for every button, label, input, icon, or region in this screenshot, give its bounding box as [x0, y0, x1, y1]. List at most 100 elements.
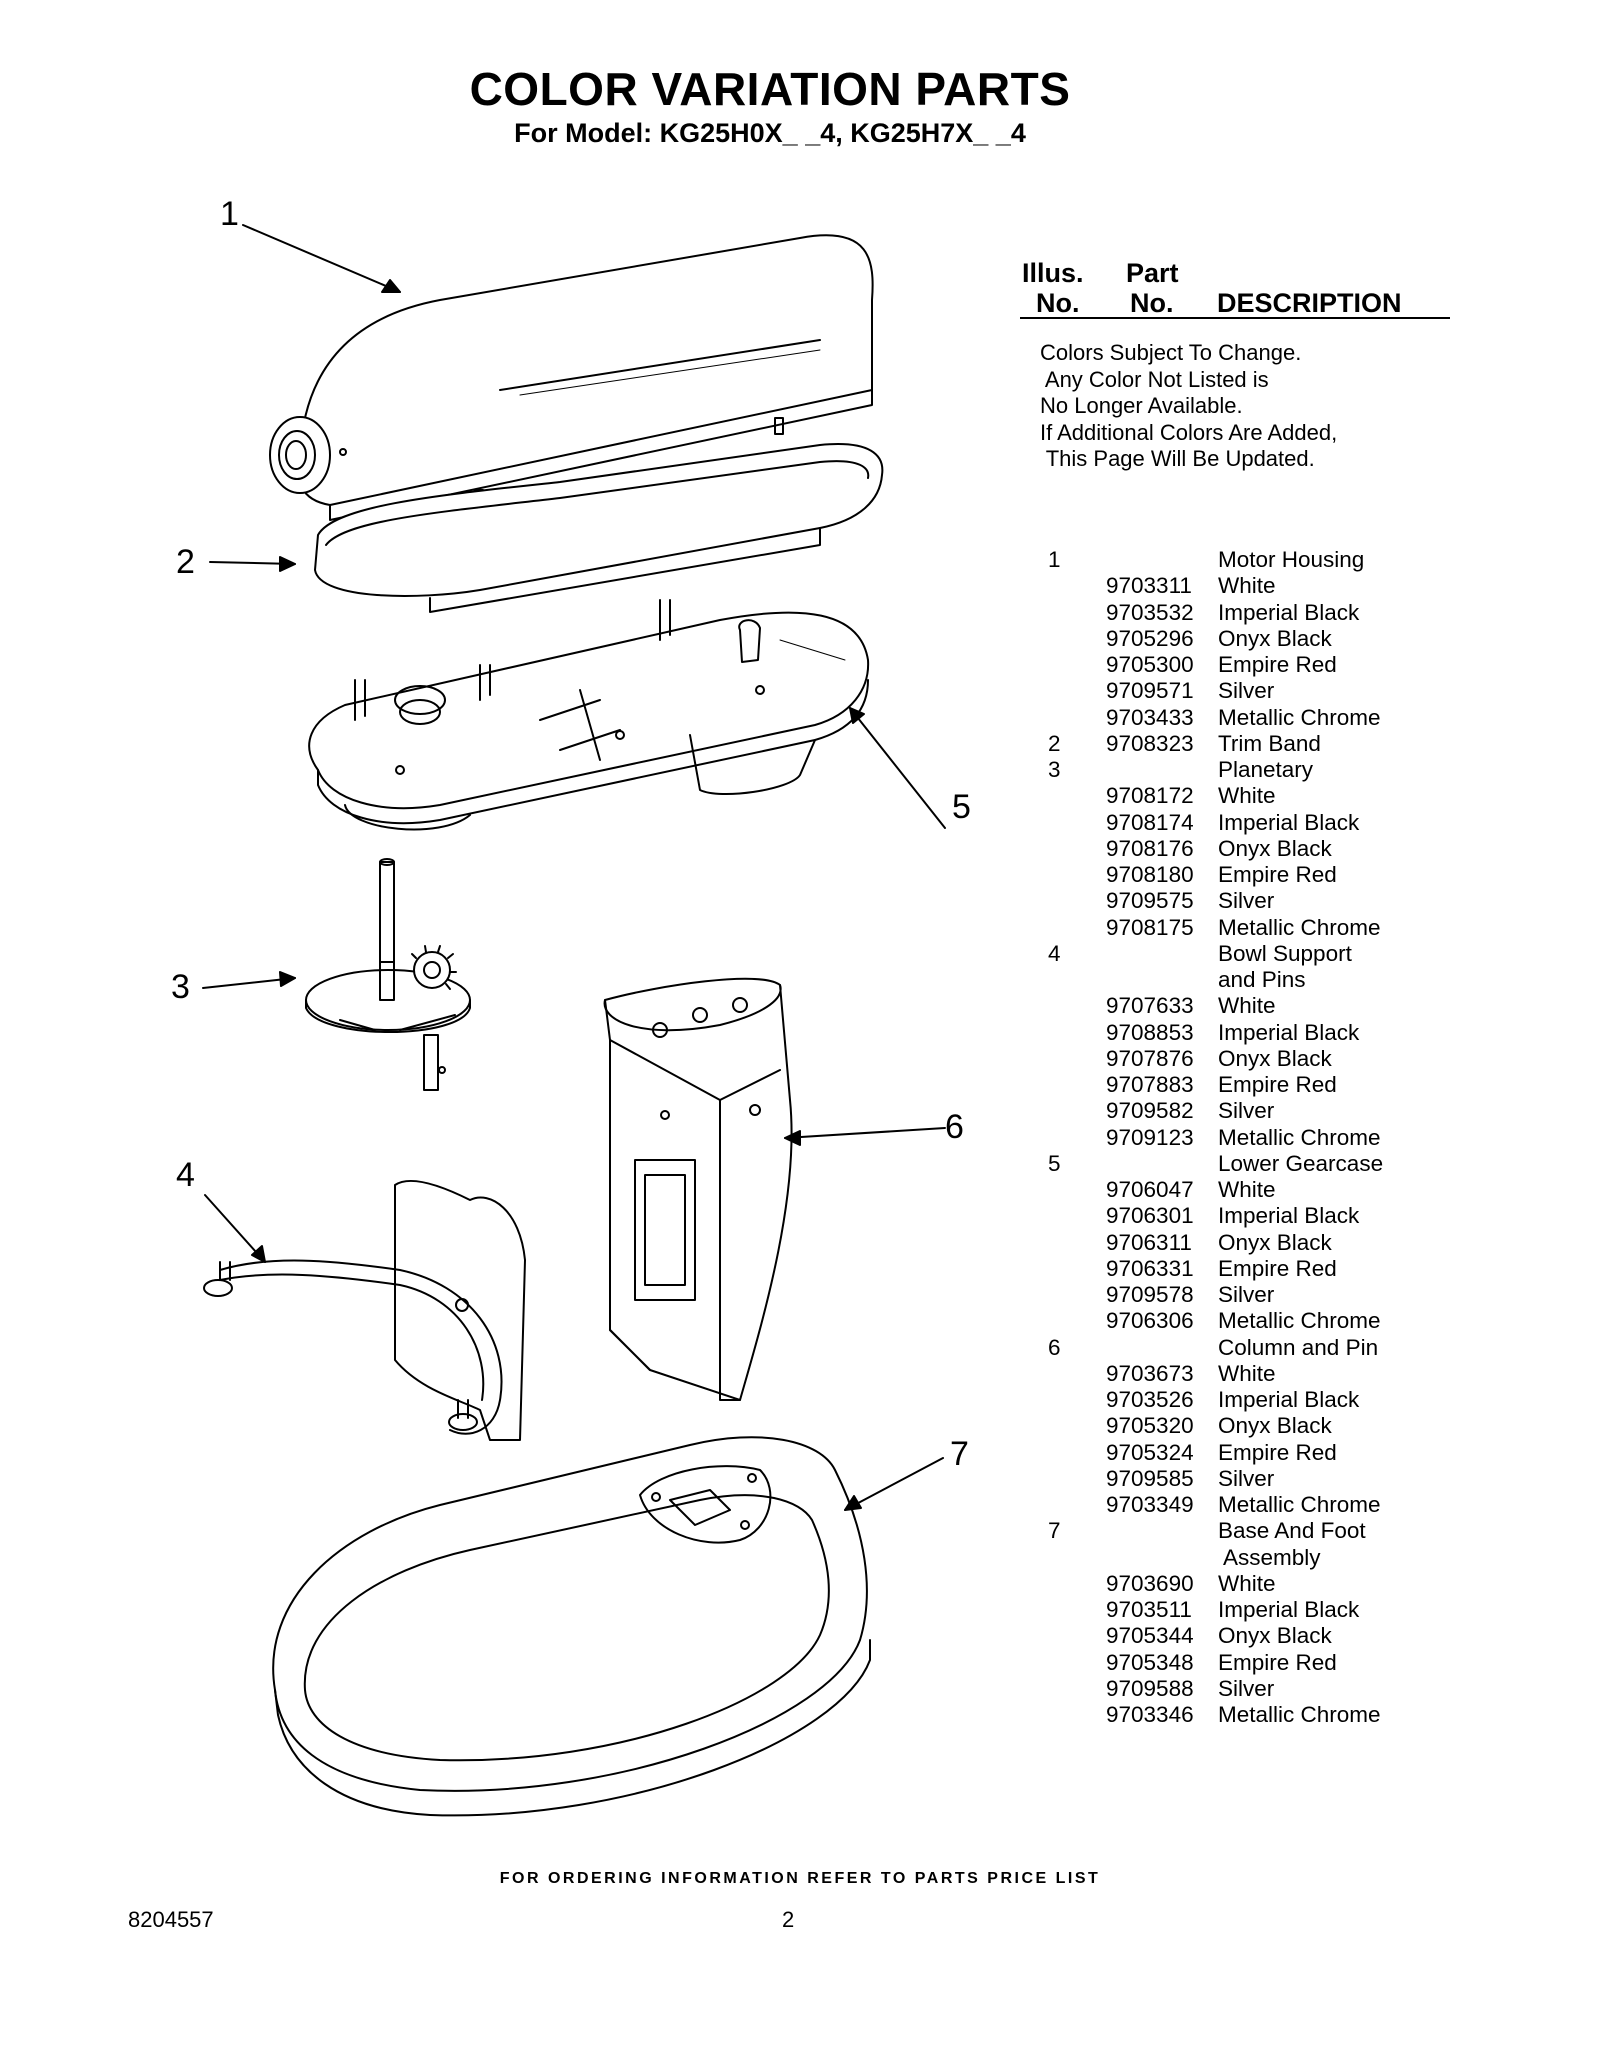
part-number: 9707883: [1106, 1072, 1194, 1097]
callout-4: 4: [176, 1156, 195, 1194]
part-description: Imperial Black: [1218, 599, 1360, 625]
part-number: 9708323: [1106, 730, 1194, 756]
part-description: Silver: [1218, 1675, 1275, 1701]
part-number: 9709582: [1106, 1098, 1194, 1124]
part-number: 9705324: [1106, 1439, 1194, 1465]
part-description: Onyx Black: [1218, 835, 1332, 861]
document-number: 8204557: [128, 1907, 214, 1932]
part-number: 9705296: [1106, 625, 1194, 651]
column-header-illus-line2: No.: [1036, 288, 1080, 318]
part-description: Imperial Black: [1218, 1387, 1360, 1412]
illus-number: 1: [1048, 547, 1061, 572]
part-description: Onyx Black: [1218, 1229, 1332, 1255]
part-number: 9709123: [1106, 1124, 1194, 1150]
note-line: Colors Subject To Change.: [1040, 340, 1302, 365]
part-description: Silver: [1218, 678, 1275, 704]
column-header-part-line1: Part: [1126, 258, 1179, 288]
part-number: 9703690: [1106, 1570, 1194, 1596]
column-header-description: DESCRIPTION: [1217, 288, 1402, 318]
part-number: 9705300: [1106, 652, 1194, 677]
part-description: White: [1218, 1360, 1276, 1386]
part-number: 9708180: [1106, 862, 1194, 887]
part-description: Trim Band: [1218, 730, 1321, 756]
color-availability-note: Colors Subject To Change. Any Color Not …: [1040, 340, 1337, 473]
part-description: White: [1218, 783, 1276, 809]
part-description: Silver: [1218, 1098, 1275, 1124]
base-assembly-drawing: [272, 1436, 871, 1817]
part-description: Onyx Black: [1218, 1623, 1332, 1649]
part-number: 9703346: [1106, 1702, 1194, 1727]
part-description: Empire Red: [1218, 1649, 1337, 1675]
part-description: White: [1218, 993, 1276, 1019]
part-number: 9703311: [1106, 573, 1192, 599]
part-description: Metallic Chrome: [1218, 1308, 1381, 1334]
column-header-part: Part No.: [1126, 258, 1179, 318]
model-subtitle: For Model: KG25H0X_ _4, KG25H7X_ _4: [514, 118, 1026, 148]
column-header-part-line2: No.: [1130, 288, 1174, 318]
part-number: 9706306: [1106, 1308, 1194, 1334]
note-line: No Longer Available.: [1040, 393, 1243, 418]
part-number: 9703532: [1106, 599, 1194, 625]
part-description: Empire Red: [1218, 652, 1337, 677]
part-number: 9703433: [1106, 704, 1194, 730]
part-number: 9709585: [1106, 1465, 1194, 1491]
illus-number: 7: [1048, 1518, 1061, 1544]
callout-5: 5: [952, 788, 971, 826]
illus-number: 4: [1048, 940, 1061, 966]
part-description: White: [1218, 1570, 1276, 1596]
part-description: Silver: [1218, 1282, 1275, 1307]
part-description: Imperial Black: [1218, 809, 1360, 835]
part-description: Bowl Support: [1218, 940, 1352, 966]
column-header-illus: Illus. No.: [1022, 258, 1084, 318]
part-description: Silver: [1218, 888, 1275, 914]
part-number: 9703673: [1106, 1360, 1194, 1386]
illus-number: 2: [1048, 730, 1061, 756]
part-description: Metallic Chrome: [1218, 1124, 1381, 1150]
part-number: 9706331: [1106, 1255, 1194, 1281]
part-description: Base And Foot: [1218, 1518, 1366, 1544]
part-description: Lower Gearcase: [1218, 1150, 1384, 1176]
part-description: Assembly: [1218, 1544, 1321, 1570]
part-number: 9708175: [1106, 914, 1194, 940]
planetary-drawing: [305, 858, 471, 1091]
part-description: White: [1218, 573, 1276, 599]
leader-lines: [202, 224, 946, 1511]
column-header-illus-line1: Illus.: [1022, 258, 1084, 288]
part-description: Imperial Black: [1218, 1203, 1360, 1229]
part-number: 9705320: [1106, 1413, 1194, 1439]
page-title: COLOR VARIATION PARTS: [469, 63, 1071, 115]
part-number: 9707633: [1106, 993, 1194, 1019]
part-description: Planetary: [1218, 757, 1314, 782]
note-line: If Additional Colors Are Added,: [1040, 419, 1338, 445]
part-description: Metallic Chrome: [1218, 1702, 1381, 1727]
callout-6: 6: [945, 1108, 964, 1146]
part-description: Imperial Black: [1218, 1597, 1360, 1622]
part-description: and Pins: [1218, 967, 1306, 992]
part-description: White: [1218, 1177, 1276, 1202]
part-description: Metallic Chrome: [1218, 914, 1381, 940]
part-description: Empire Red: [1218, 1255, 1337, 1281]
part-number: 9705348: [1106, 1649, 1194, 1675]
part-description: Motor Housing: [1218, 547, 1365, 572]
callout-2: 2: [176, 543, 195, 581]
part-number: 9708174: [1106, 809, 1194, 835]
part-description: Onyx Black: [1218, 1413, 1332, 1439]
part-number: 9706311: [1106, 1229, 1192, 1255]
part-description: Empire Red: [1218, 1072, 1337, 1097]
note-line: This Page Will Be Updated.: [1040, 446, 1315, 471]
part-number: 9703526: [1106, 1387, 1194, 1412]
exploded-view-diagram: [202, 224, 946, 1817]
part-number: 9709588: [1106, 1675, 1194, 1701]
trim-band-drawing: [314, 443, 884, 613]
ordering-note: FOR ORDERING INFORMATION REFER TO PARTS …: [499, 1870, 1101, 1887]
column-drawing: [603, 977, 793, 1401]
part-number: 9706301: [1106, 1203, 1194, 1229]
note-line: Any Color Not Listed is: [1040, 366, 1269, 392]
part-number: 9703511: [1106, 1597, 1192, 1622]
illus-number: 3: [1048, 757, 1061, 782]
part-number: 9708176: [1106, 835, 1194, 861]
callout-7: 7: [950, 1435, 969, 1473]
lower-gearcase-drawing: [308, 599, 870, 831]
part-description: Metallic Chrome: [1218, 1492, 1381, 1517]
illus-number: 5: [1048, 1150, 1061, 1176]
